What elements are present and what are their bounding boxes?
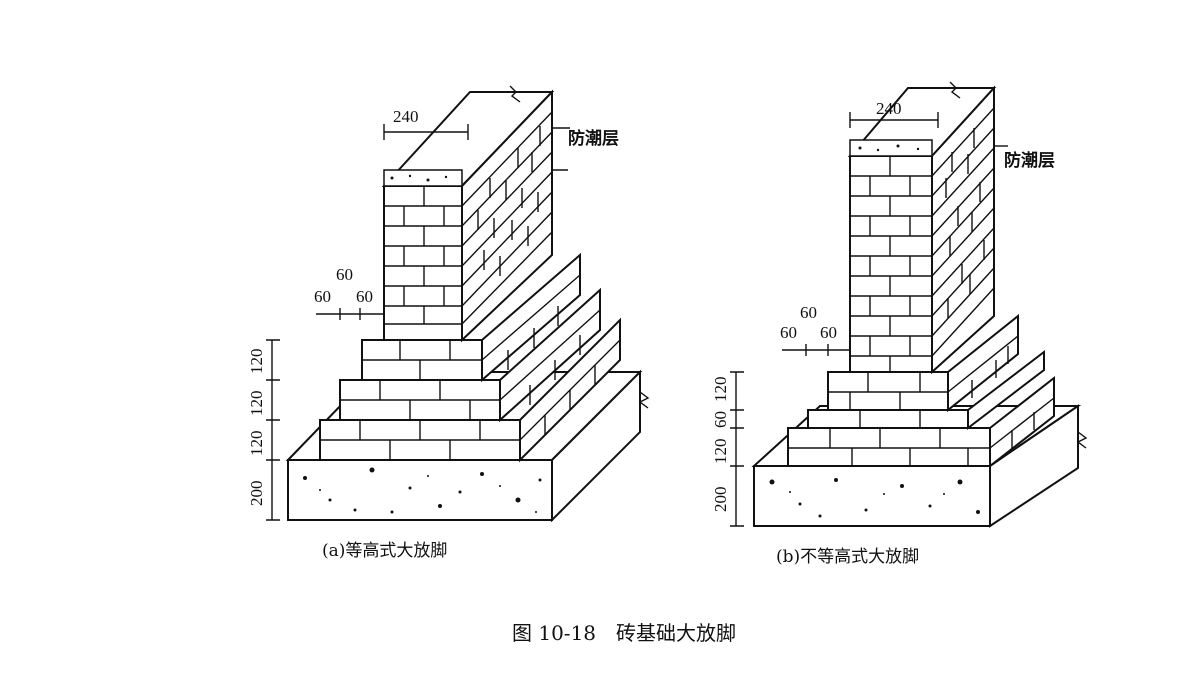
panel-b-vertical-dims: 120 60 120 200 [711,377,730,513]
panel-a-vdim-1: 120 [247,349,266,375]
panel-b-drawing [730,81,1088,528]
panel-b-caption: (b)不等高式大放脚 [776,547,919,567]
panel-a-step-label-3: 60 [356,287,373,306]
panel-b-top-break [949,81,961,99]
panel-a-wall-width: 240 [393,107,419,126]
panel-a-aggregate [303,467,542,514]
panel-a-vdim-4: 200 [247,481,266,507]
panel-b-vdim-1: 120 [711,377,730,403]
panel-b-damp-proof-layer [849,139,933,157]
panel-a-wall [381,85,555,343]
panel-a-dimensions [266,124,570,521]
panel-a-step-label-2: 60 [314,287,331,306]
panel-a-caption: (a)等高式大放脚 [322,541,447,561]
panel-b-dimensions [730,112,1008,527]
panel-a-vdim-3: 120 [247,431,266,457]
panel-b-step-label-1: 60 [800,303,817,322]
panel-a-damp-proof-label: 防潮层 [568,128,619,149]
panel-a-step-label-1: 60 [336,265,353,284]
panel-a-break-mark [638,391,650,409]
panel-b-vdim-4: 200 [711,487,730,513]
panel-b-damp-proof-label: 防潮层 [1004,150,1055,171]
panel-b-vdim-3: 120 [711,439,730,465]
panel-a-top-break [509,85,521,103]
panel-b-footing-steps [787,313,1055,469]
panel-b-step-label-2: 60 [780,323,797,342]
figure-caption: 图 10-18 砖基础大放脚 [512,621,736,645]
panel-b-aggregate [769,478,980,518]
panel-a-drawing [266,85,650,523]
panel-a-damp-proof-layer [383,169,463,187]
panel-a-vertical-dims: 120 120 120 200 [247,349,266,507]
panel-b-wall-width: 240 [876,99,902,118]
panel-b-vdim-2: 60 [711,411,730,428]
panel-b-step-label-3: 60 [820,323,837,342]
panel-a-vdim-2: 120 [247,391,266,417]
panel-b-wall [847,81,997,375]
panel-a-footing-steps [319,252,621,463]
panel-b-break-mark [1076,431,1088,449]
